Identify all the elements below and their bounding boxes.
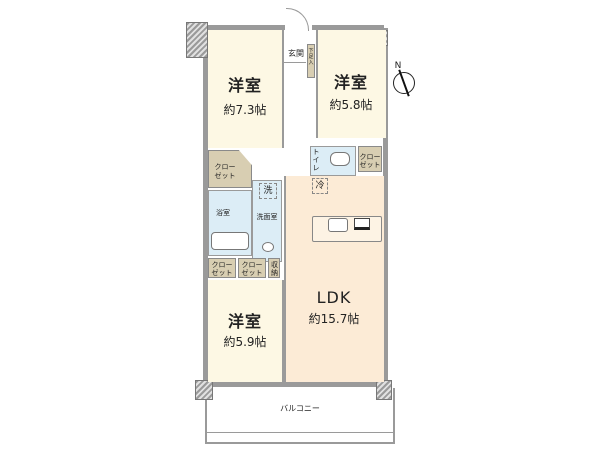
storage-label: 収納 — [271, 261, 278, 277]
compass — [393, 69, 415, 97]
shoe-storage-label: 下足入 — [308, 48, 314, 66]
balcony-rail — [205, 432, 395, 437]
room-western-3 — [208, 280, 284, 382]
closet-label-line1: クロー — [241, 261, 263, 269]
toilet-bowl-icon — [330, 152, 350, 166]
bathtub-icon — [211, 232, 249, 250]
washbasin-icon — [262, 242, 274, 252]
entrance-door[interactable] — [286, 8, 309, 31]
room-western-2 — [316, 30, 386, 138]
closet-label-line1: クロー — [359, 153, 381, 161]
closet-western-1[interactable]: クロー ゼット — [208, 150, 252, 188]
compass-north-label: N — [394, 61, 402, 71]
toilet-label: トイレ — [312, 148, 320, 172]
wall-right — [383, 28, 388, 393]
entrance — [284, 44, 306, 63]
closet-western-3b[interactable]: クロー ゼット — [238, 258, 266, 278]
wall-top-right — [312, 25, 384, 30]
balcony — [205, 388, 395, 444]
closet-label-line1: クロー — [211, 261, 233, 269]
pillar-top-left — [186, 22, 208, 58]
room-western-2-area: 約5.8帖 — [329, 98, 373, 112]
pillar-bottom-left — [195, 380, 213, 400]
storage[interactable]: 収納 — [268, 258, 280, 278]
room-ldk-name: LDK — [316, 288, 352, 307]
closet-label-line2: ゼット — [359, 161, 381, 169]
bathroom-label: 浴室 — [216, 209, 230, 217]
room-western-1-name: 洋室 — [227, 76, 262, 95]
wall-top-left — [205, 25, 285, 30]
compass-needle-icon — [398, 69, 410, 97]
room-western-1 — [208, 30, 284, 148]
sink-icon — [328, 218, 348, 232]
closet-label-line1: クロー — [214, 163, 236, 171]
washer-label: 洗 — [259, 183, 277, 199]
pillar-bottom-right — [376, 380, 392, 400]
closet-label-line2: ゼット — [241, 269, 263, 277]
room-western-3-area: 約5.9帖 — [223, 335, 267, 349]
room-ldk-area: 約15.7帖 — [308, 312, 360, 326]
room-western-1-area: 約7.3帖 — [223, 103, 267, 117]
entrance-label: 玄関 — [288, 49, 304, 58]
washroom-label: 洗面室 — [256, 213, 278, 221]
wall-left — [203, 28, 208, 393]
closet-toilet[interactable]: クロー ゼット — [358, 146, 382, 172]
closet-western-3a[interactable]: クロー ゼット — [208, 258, 236, 278]
balcony-label: バルコニー — [280, 404, 320, 413]
room-ldk — [284, 176, 384, 382]
shoe-storage — [307, 44, 315, 78]
room-western-2-name: 洋室 — [333, 73, 368, 92]
closet-label-line2: ゼット — [214, 172, 236, 180]
room-western-3-name: 洋室 — [227, 312, 262, 331]
stove-icon — [354, 218, 370, 230]
closet-label-line2: ゼット — [211, 269, 233, 277]
fridge-label: 冷 — [312, 178, 328, 194]
wall-bottom — [205, 382, 385, 387]
